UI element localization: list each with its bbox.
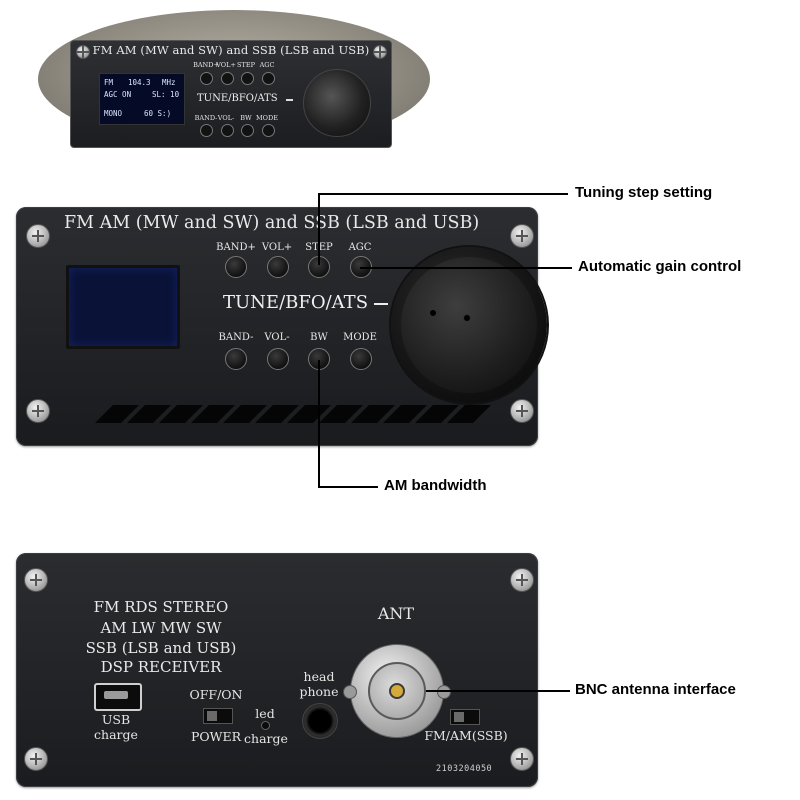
display-agc: AGC ON xyxy=(104,90,132,99)
serial-number: 2103204050 xyxy=(436,764,493,774)
inset-display: FM 104.3 MHz AGC ON SL: 10 MONO 60 S:) xyxy=(99,73,185,125)
screw-icon xyxy=(24,747,48,771)
oled-display xyxy=(66,265,180,349)
label-vol-minus: VOL- xyxy=(264,332,290,343)
power-label: POWER xyxy=(190,729,242,744)
label-band-plus: BAND+ xyxy=(216,242,256,253)
mode-switch[interactable] xyxy=(450,709,480,725)
feature-line-3: SSB (LSB and USB) xyxy=(85,639,237,657)
inset-tune-dash xyxy=(286,99,293,101)
knob-grip-dot xyxy=(463,314,471,322)
callout-line xyxy=(318,486,378,488)
screw-icon xyxy=(24,568,48,592)
display-frequency: 104.3 xyxy=(128,78,151,87)
inset-band-minus-button[interactable] xyxy=(200,124,213,137)
callout-line xyxy=(426,690,570,692)
display-mode: MONO xyxy=(104,109,123,118)
inset-tune-label: TUNE/BFO/ATS xyxy=(197,93,278,104)
screw-icon xyxy=(510,568,534,592)
feature-line-2: AM LW MW SW xyxy=(100,619,222,637)
inset-label-band-plus: BAND+ xyxy=(193,61,219,69)
band-minus-button[interactable] xyxy=(225,348,247,370)
headphone-jack[interactable] xyxy=(302,703,338,739)
callout-tuning-step: Tuning step setting xyxy=(575,184,713,201)
usb-charge-label: charge xyxy=(94,727,138,742)
inset-label-mode: MODE xyxy=(256,114,278,122)
screw-icon xyxy=(26,399,50,423)
callout-agc: Automatic gain control xyxy=(578,258,742,275)
power-switch-label: OFF/ON xyxy=(189,687,243,702)
band-plus-button[interactable] xyxy=(225,256,247,278)
led-label: led xyxy=(255,706,275,721)
bnc-lug xyxy=(343,685,357,699)
inset-agc-button[interactable] xyxy=(262,72,275,85)
mode-switch-label: FM/AM(SSB) xyxy=(424,728,508,743)
callout-line xyxy=(318,193,320,265)
display-unit: MHz xyxy=(162,78,176,87)
label-vol-plus: VOL+ xyxy=(261,242,293,253)
screw-icon xyxy=(510,224,534,248)
screw-icon xyxy=(26,224,50,248)
back-panel: FM RDS STEREO AM LW MW SW SSB (LSB and U… xyxy=(16,553,538,787)
bnc-center-pin xyxy=(389,683,405,699)
bnc-lug xyxy=(437,685,451,699)
inset-label-step: STEP xyxy=(237,61,255,69)
display-volume: 60 S:) xyxy=(144,109,172,118)
inset-label-vol-plus: VOL+ xyxy=(216,61,236,69)
inset-tuning-knob[interactable] xyxy=(303,69,371,137)
tuning-knob[interactable] xyxy=(391,247,547,403)
display-signal: SL: 10 xyxy=(152,90,180,99)
antenna-label: ANT xyxy=(377,604,415,623)
callout-line xyxy=(318,193,568,195)
label-band-minus: BAND- xyxy=(218,332,254,343)
vol-plus-button[interactable] xyxy=(267,256,289,278)
knob-grip-dot xyxy=(429,309,437,317)
feature-line-1: FM RDS STEREO xyxy=(93,598,229,616)
usb-label: USB xyxy=(101,712,131,727)
inset-label-agc: AGC xyxy=(259,61,275,69)
display-band: FM xyxy=(104,78,114,87)
power-switch[interactable] xyxy=(203,708,233,724)
inset-label-vol-minus: VOL- xyxy=(217,114,235,122)
inset-step-button[interactable] xyxy=(241,72,254,85)
tune-bfo-ats-label: TUNE/BFO/ATS xyxy=(223,292,369,313)
label-agc: AGC xyxy=(348,242,372,253)
callout-bandwidth: AM bandwidth xyxy=(384,477,487,494)
inset-label-bw: BW xyxy=(240,114,252,122)
inset-bw-button[interactable] xyxy=(241,124,254,137)
inset-panel: FM AM (MW and SW) and SSB (LSB and USB) … xyxy=(70,40,392,148)
callout-bnc: BNC antenna interface xyxy=(575,681,736,698)
inset-mode-button[interactable] xyxy=(262,124,275,137)
callout-line xyxy=(318,360,320,488)
label-mode: MODE xyxy=(343,332,377,343)
screw-icon xyxy=(510,747,534,771)
charge-led xyxy=(261,721,270,730)
inset-title: FM AM (MW and SW) and SSB (LSB and USB) xyxy=(92,43,370,57)
charge-label: charge xyxy=(244,731,288,746)
inset-vol-plus-button[interactable] xyxy=(221,72,234,85)
headphone-label-1: head xyxy=(303,669,335,684)
inset-band-plus-button[interactable] xyxy=(200,72,213,85)
usb-port[interactable] xyxy=(94,683,142,711)
label-bw: BW xyxy=(310,332,328,343)
screw-icon xyxy=(373,45,387,59)
inset-label-band-minus: BAND- xyxy=(194,114,218,122)
bnc-antenna-connector[interactable] xyxy=(343,644,451,738)
mode-button[interactable] xyxy=(350,348,372,370)
inset-vol-minus-button[interactable] xyxy=(221,124,234,137)
front-panel: FM AM (MW and SW) and SSB (LSB and USB) … xyxy=(16,207,547,446)
feature-line-4: DSP RECEIVER xyxy=(100,658,222,676)
tune-dash xyxy=(374,303,388,305)
screw-icon xyxy=(76,45,90,59)
screw-icon xyxy=(510,399,534,423)
vol-minus-button[interactable] xyxy=(267,348,289,370)
headphone-label-2: phone xyxy=(299,684,339,699)
front-panel-title: FM AM (MW and SW) and SSB (LSB and USB) xyxy=(64,213,480,233)
bnc-body xyxy=(368,662,426,720)
callout-line xyxy=(360,267,572,269)
